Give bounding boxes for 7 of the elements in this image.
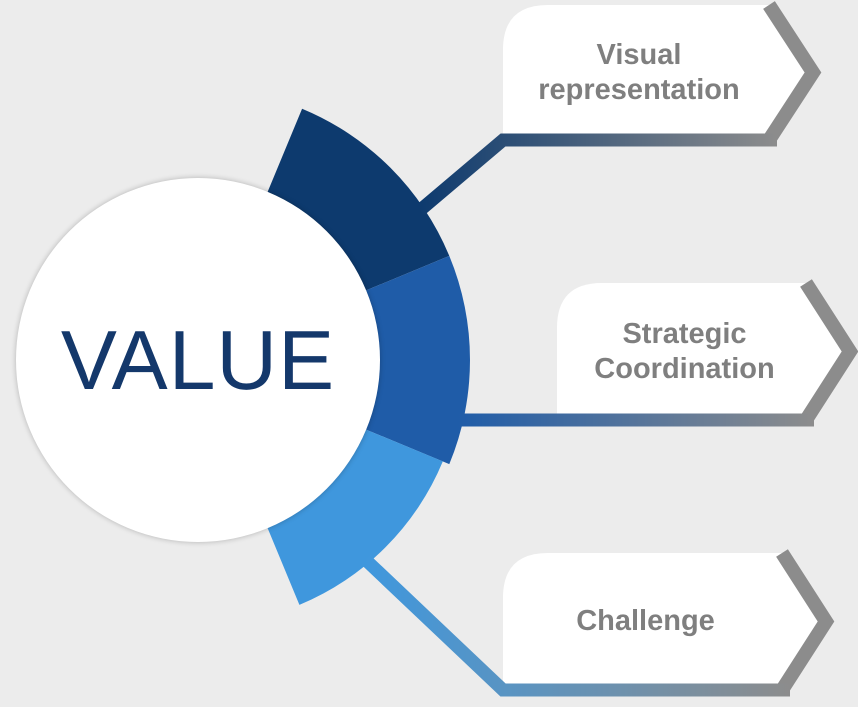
tab-label: Visual representation [537, 38, 741, 108]
connector-line [459, 414, 814, 426]
ring-segment [266, 428, 443, 605]
center-label: VALUE [60, 312, 336, 408]
ring-segment [266, 108, 450, 292]
tab-label: Strategic Coordination [593, 316, 776, 386]
tab-label: Challenge [576, 604, 715, 639]
